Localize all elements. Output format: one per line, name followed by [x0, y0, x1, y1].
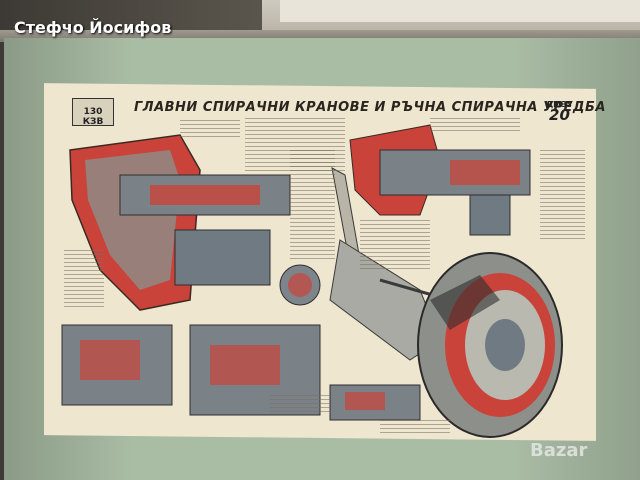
uploader-watermark: Стефчо Йосифов [14, 18, 172, 37]
poster-code-label: ДМЗУ [546, 100, 573, 109]
poster-badge-text: 130 КЗВ [82, 107, 104, 127]
poster-badge: 130 КЗВ [72, 98, 114, 127]
bottom-valve-drawings [61, 324, 421, 421]
annotation-block [540, 150, 585, 240]
poster-title: ГЛАВНИ СПИРАЧНИ КРАНОВЕ И РЪЧНА СПИРАЧНА… [134, 100, 606, 115]
poster-code: ДМЗУ 20 [546, 100, 573, 124]
background-board-face [280, 0, 640, 22]
right-valve-drawing [349, 124, 531, 236]
annotation-block [290, 150, 335, 260]
hand-brake-lever-drawing [329, 167, 451, 361]
poster-code-number: 20 [549, 106, 570, 124]
site-logo: Bazar [530, 440, 588, 461]
annotation-block [380, 420, 450, 434]
annotation-block [360, 220, 430, 270]
annotation-block [430, 118, 520, 134]
annotation-block [270, 395, 330, 415]
drum-brake-drawing [417, 252, 563, 438]
annotation-block [64, 250, 104, 310]
annotation-block [180, 120, 240, 138]
